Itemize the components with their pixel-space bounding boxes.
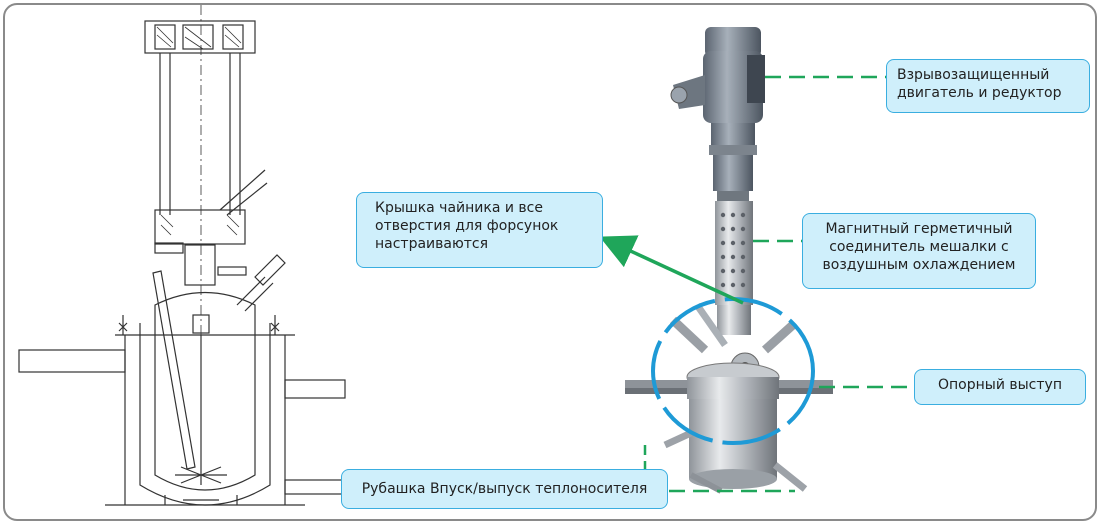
reactor-artwork (18, 5, 917, 506)
callout-motor: Взрывозащищенный двигатель и редуктор (886, 59, 1090, 113)
callout-lid-text: Крышка чайника и все отверстия для форсу… (375, 200, 559, 252)
reactor-photo (625, 27, 833, 494)
callout-support-text: Опорный выступ (938, 377, 1062, 393)
callout-support: Опорный выступ (914, 369, 1086, 405)
callout-motor-text: Взрывозащищенный двигатель и редуктор (897, 67, 1062, 101)
callout-magnetic: Магнитный герметичный соединитель мешалк… (802, 213, 1036, 289)
diagram-frame: Взрывозащищенный двигатель и редуктор Кр… (3, 3, 1097, 521)
callout-jacket-text: Рубашка Впуск/выпуск теплоносителя (361, 481, 648, 497)
callout-lid: Крышка чайника и все отверстия для форсу… (356, 192, 603, 268)
callout-magnetic-text: Магнитный герметичный соединитель мешалк… (822, 221, 1016, 273)
technical-drawing (18, 5, 346, 506)
leader-lines (599, 75, 917, 493)
callout-jacket: Рубашка Впуск/выпуск теплоносителя (341, 469, 668, 509)
